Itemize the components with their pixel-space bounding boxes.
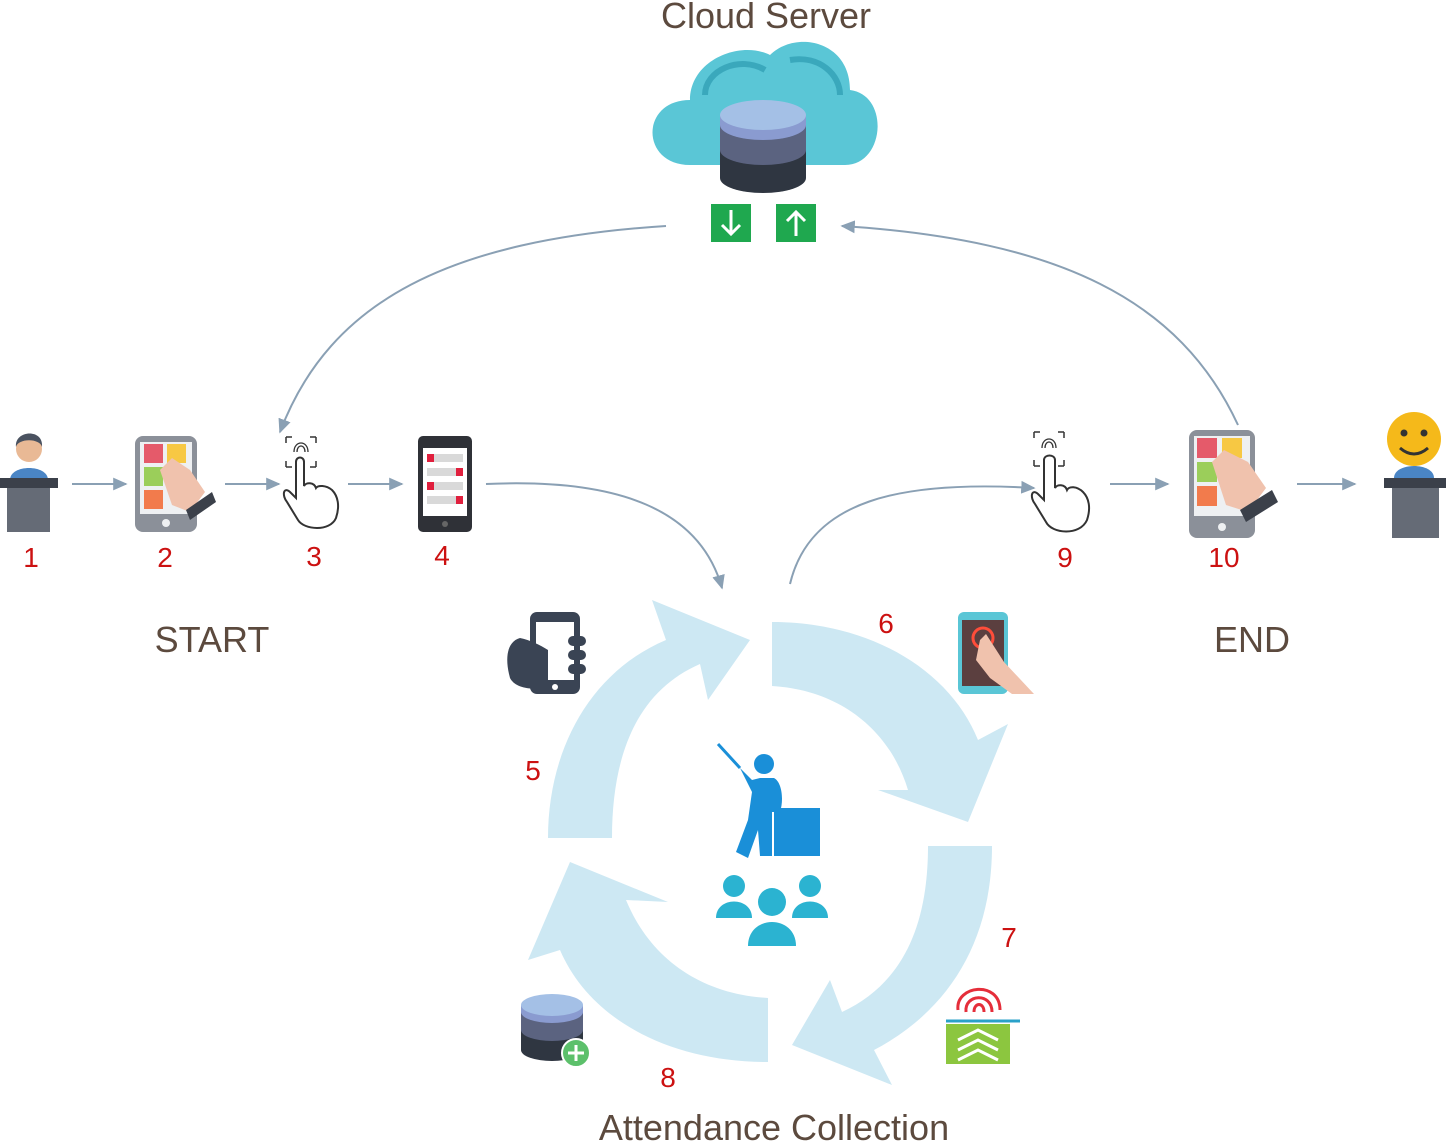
upload-icon — [776, 204, 816, 242]
database-add-icon — [521, 994, 591, 1068]
step-number-8: 8 — [660, 1062, 676, 1093]
attendance-collection-label: Attendance Collection — [599, 1107, 949, 1145]
phone-tap-icon — [958, 612, 1034, 694]
step-number-4: 4 — [434, 540, 450, 571]
cycle-arrow-bottom-left — [528, 862, 768, 1062]
cycle-arrows — [528, 600, 1008, 1085]
cycle-arrow-top-right — [772, 622, 1008, 822]
fingerprint-touch-icon — [282, 436, 340, 529]
step-number-2: 2 — [157, 542, 173, 573]
cloud-database-icon — [652, 41, 878, 193]
smiley-at-podium-icon — [1384, 412, 1446, 538]
teacher-at-podium-icon — [0, 433, 58, 532]
step-number-6: 6 — [878, 608, 894, 639]
cycle-arrow-top-left — [548, 600, 750, 838]
arrow-cycle-to-9 — [789, 480, 1036, 585]
arrow-cloud-to-step3 — [278, 225, 667, 434]
tablet-touch-icon-end — [1189, 430, 1278, 538]
step-number-3: 3 — [306, 541, 322, 572]
arrow-step10-to-cloud — [840, 220, 1239, 426]
cloud-server-title: Cloud Server — [661, 0, 871, 36]
step-number-9: 9 — [1057, 542, 1073, 573]
cycle-arrow-bottom-right — [792, 846, 992, 1085]
presenter-icon — [716, 742, 820, 858]
step-number-5: 5 — [525, 755, 541, 786]
step-number-1: 1 — [23, 542, 39, 573]
phone-list-icon — [418, 436, 472, 532]
download-icon — [711, 204, 751, 242]
end-label: END — [1214, 619, 1290, 660]
tablet-touch-icon — [135, 436, 216, 532]
step-number-10: 10 — [1208, 542, 1239, 573]
hand-holding-phone-icon — [507, 612, 586, 694]
step-number-7: 7 — [1001, 922, 1017, 953]
group-icon — [716, 875, 828, 946]
fingerprint-scan-icon — [946, 987, 1020, 1064]
arrow-4-to-cycle — [485, 482, 725, 590]
start-label: START — [155, 619, 270, 660]
fingerprint-touch-icon-end — [1030, 431, 1091, 533]
